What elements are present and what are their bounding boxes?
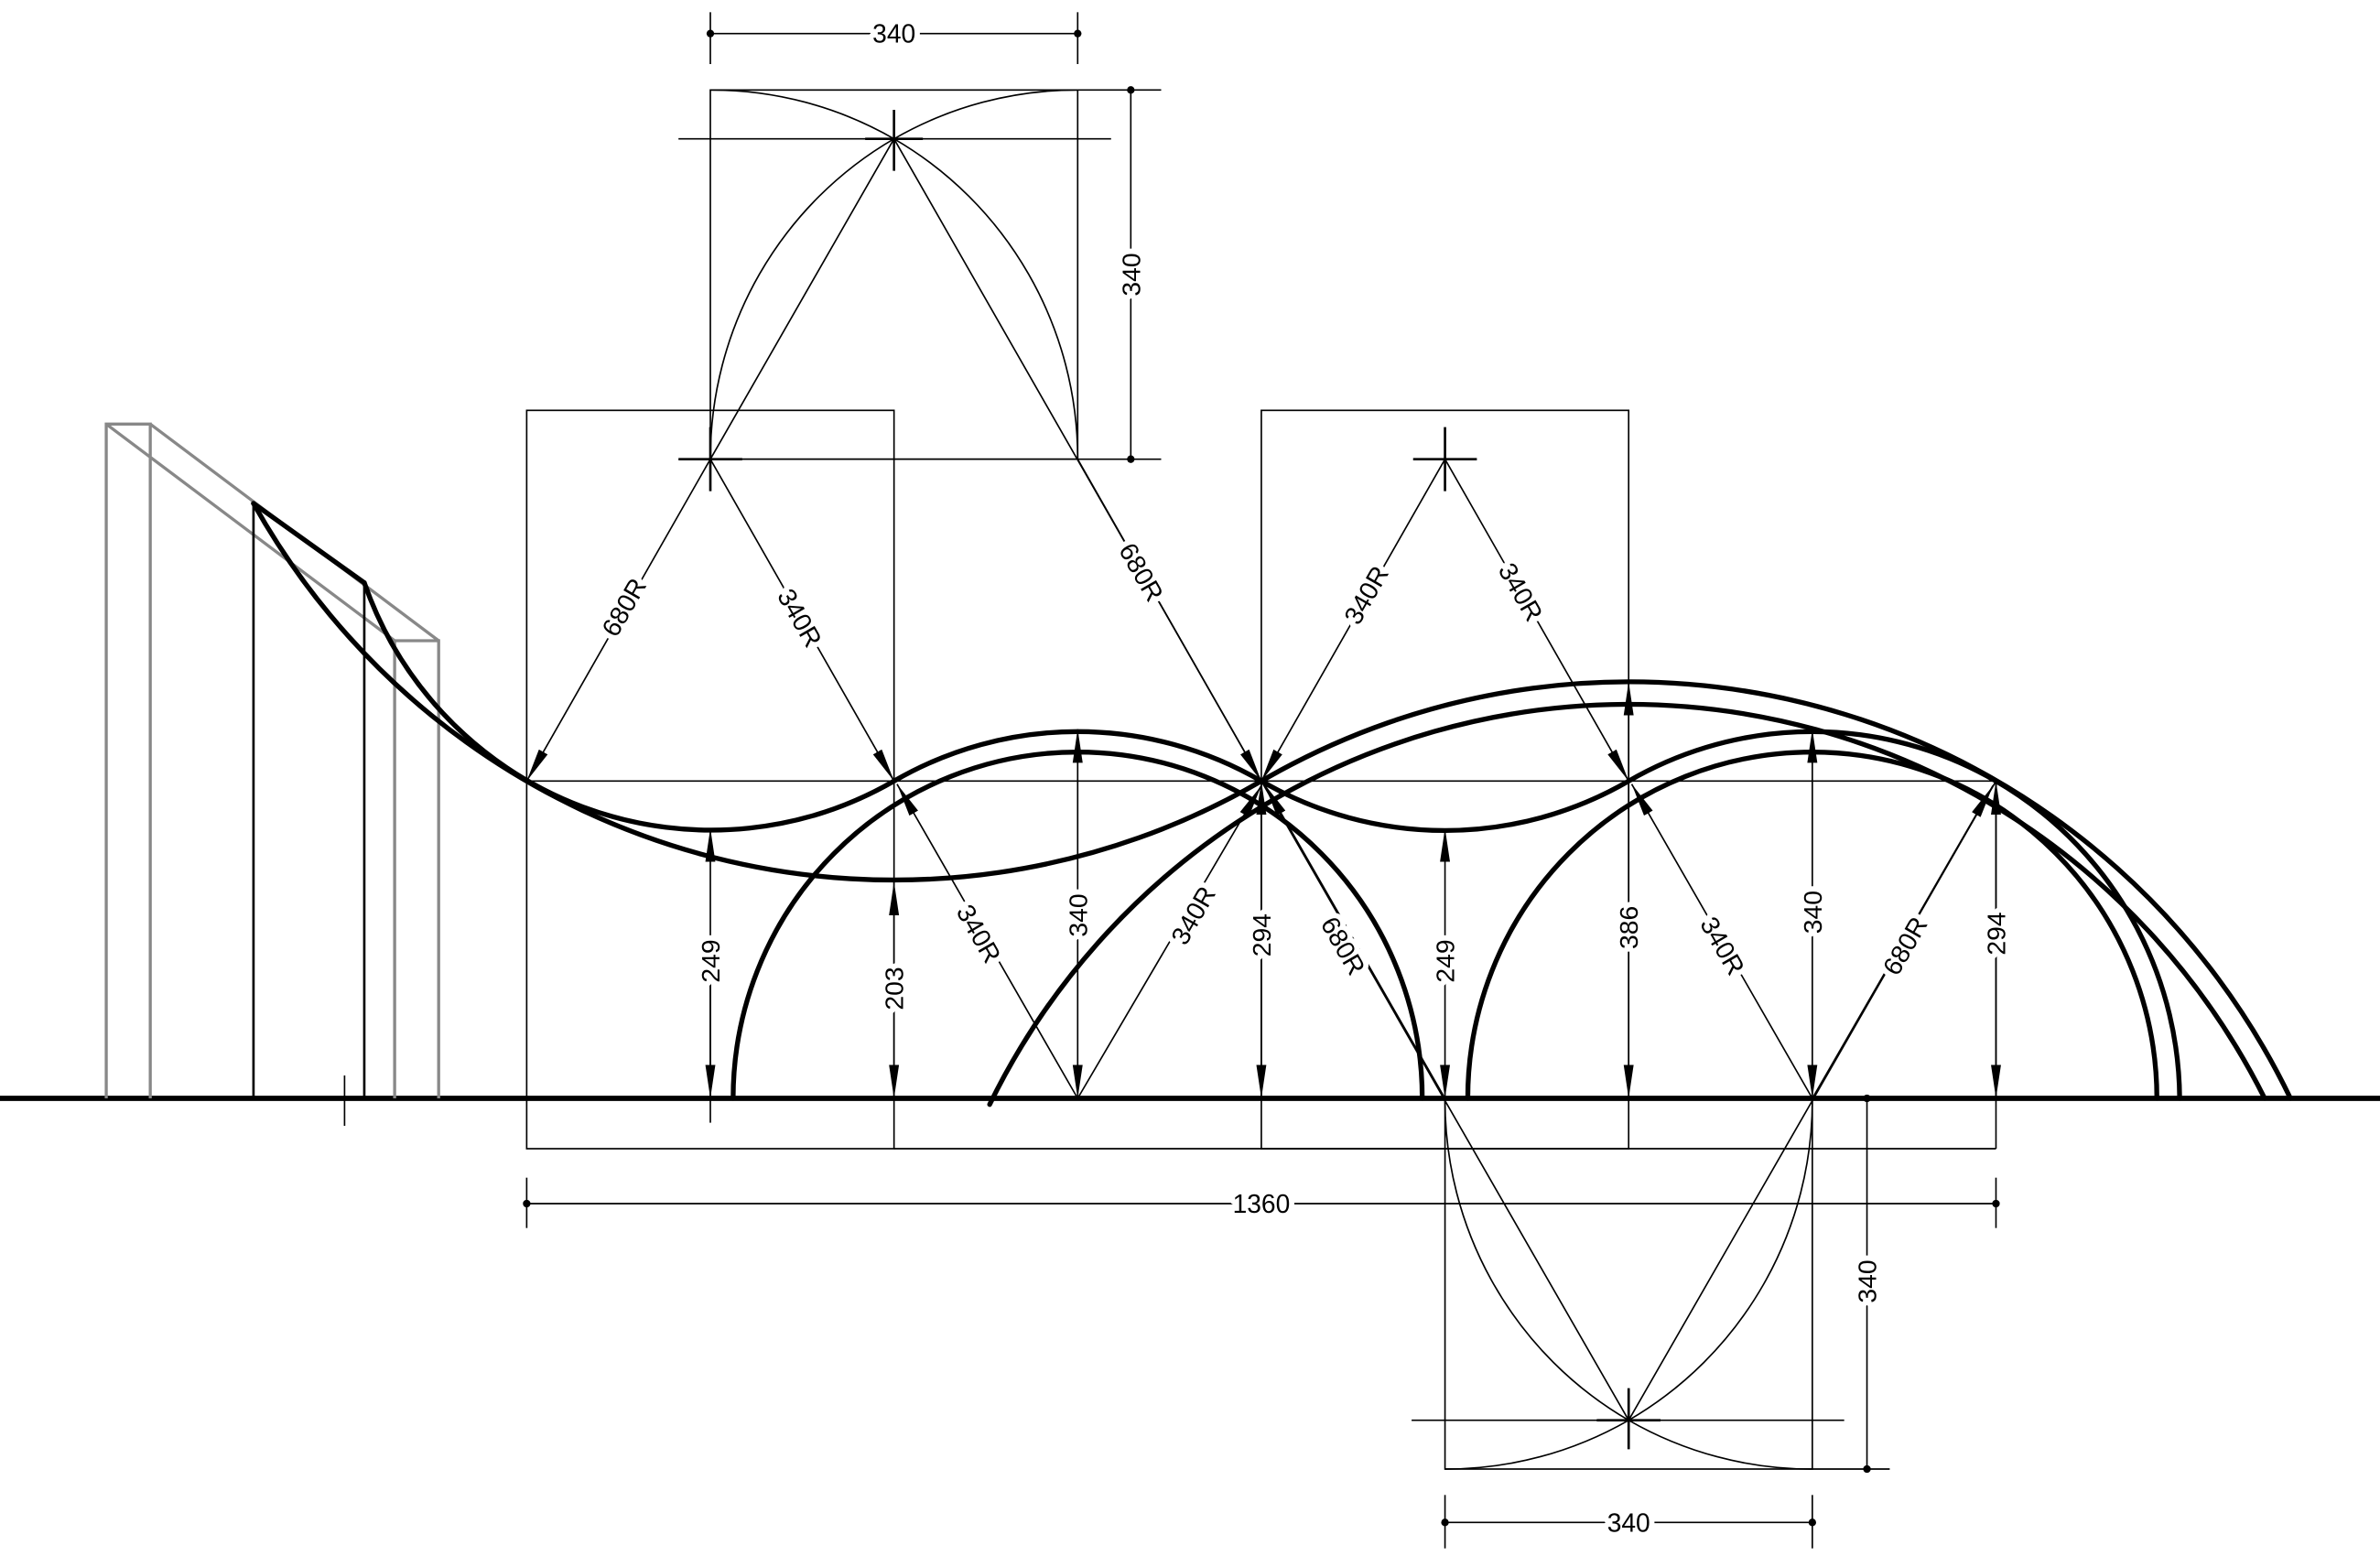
track-profile-curves bbox=[251, 501, 2293, 1108]
dim-height-label: 249 bbox=[1431, 939, 1460, 982]
arch-large-inner bbox=[987, 701, 2267, 1108]
dim-radius-label: 680R bbox=[1315, 912, 1371, 980]
dim-top-height: 340 bbox=[1116, 253, 1145, 296]
dim-radius-label: 340R bbox=[1694, 912, 1750, 980]
dim-height-label: 294 bbox=[1247, 913, 1276, 956]
dim-top-width: 340 bbox=[872, 19, 915, 49]
dim-radius-label: 340R bbox=[772, 584, 828, 653]
dim-total-width: 1360 bbox=[1233, 1189, 1291, 1218]
dim-radius-label: 680R bbox=[1113, 538, 1169, 607]
dim-bottom-width: 340 bbox=[1607, 1507, 1650, 1537]
dim-height-label: 386 bbox=[1614, 906, 1643, 949]
dim-radius-label: 340R bbox=[1165, 881, 1221, 950]
dim-height-label: 249 bbox=[696, 939, 725, 982]
radius-dimensions bbox=[525, 459, 1994, 1099]
dim-radius-label: 340R bbox=[1338, 561, 1394, 630]
gray-ramp-structure bbox=[104, 422, 440, 1098]
curve-340r-reverse bbox=[362, 580, 2182, 1101]
height-dimensions bbox=[705, 682, 2001, 1123]
center-crosshair-icon bbox=[678, 110, 1661, 1450]
dim-height-label: 340 bbox=[1063, 893, 1092, 936]
dim-bottom-height: 340 bbox=[1853, 1259, 1882, 1302]
dim-height-label: 294 bbox=[1982, 912, 2011, 955]
dim-radius-label: 340R bbox=[1493, 557, 1549, 626]
dim-radius-label: 340R bbox=[951, 900, 1007, 968]
top-square-construction bbox=[678, 89, 1262, 782]
dim-height-label: 203 bbox=[880, 967, 909, 1010]
ramp-posts bbox=[251, 501, 367, 1098]
overall-dimensions bbox=[523, 12, 2000, 1549]
dimension-labels: 340 340 680R 340R 680R 340R 340R 249 203… bbox=[590, 14, 2016, 1542]
dim-height-label: 340 bbox=[1798, 891, 1827, 934]
bottom-square-construction bbox=[1260, 780, 1997, 1470]
dim-radius-label: 680R bbox=[596, 573, 652, 642]
dim-radius-label: 680R bbox=[1877, 912, 1932, 980]
